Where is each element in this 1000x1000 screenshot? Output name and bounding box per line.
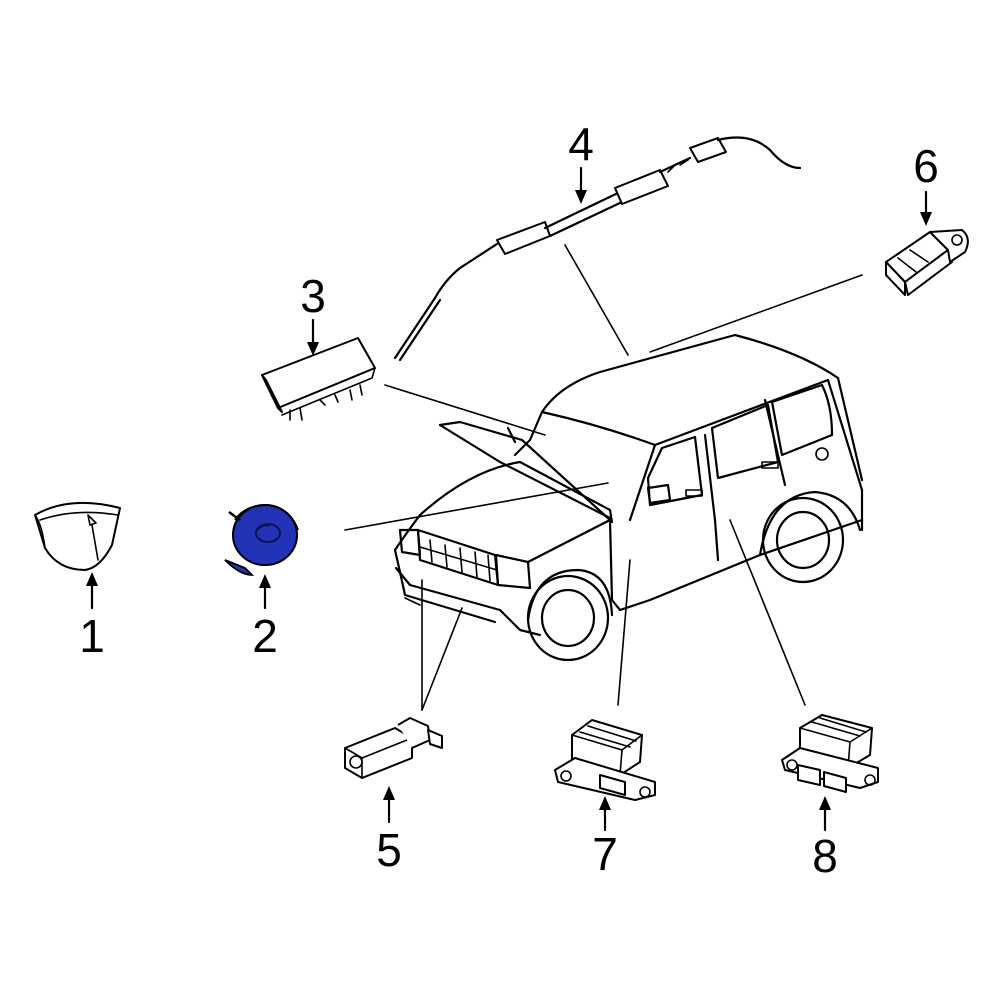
part-1-airbag-cover[interactable] <box>34 501 121 571</box>
part-4-curtain-airbag[interactable] <box>393 136 802 362</box>
leader-lines <box>344 244 863 711</box>
part-8-control-module[interactable] <box>781 714 879 793</box>
part-3-passenger-airbag[interactable] <box>261 337 376 421</box>
callout-2[interactable]: 2 <box>252 610 278 662</box>
callout-6[interactable]: 6 <box>913 140 939 192</box>
callout-3[interactable]: 3 <box>300 270 326 322</box>
part-7-control-module[interactable] <box>554 719 656 801</box>
callout-5[interactable]: 5 <box>376 824 402 876</box>
part-5-impact-sensor[interactable] <box>344 717 443 779</box>
callout-7[interactable]: 7 <box>592 828 618 880</box>
vehicle-outline <box>393 333 864 662</box>
callout-4[interactable]: 4 <box>568 118 594 170</box>
callout-8[interactable]: 8 <box>812 830 838 882</box>
callout-labels: 1 2 3 4 5 6 7 8 <box>79 118 939 882</box>
part-6-sensor[interactable] <box>885 229 969 296</box>
callout-arrows <box>86 166 932 832</box>
callout-1[interactable]: 1 <box>79 610 105 662</box>
part-2-clockspring[interactable] <box>224 503 299 576</box>
